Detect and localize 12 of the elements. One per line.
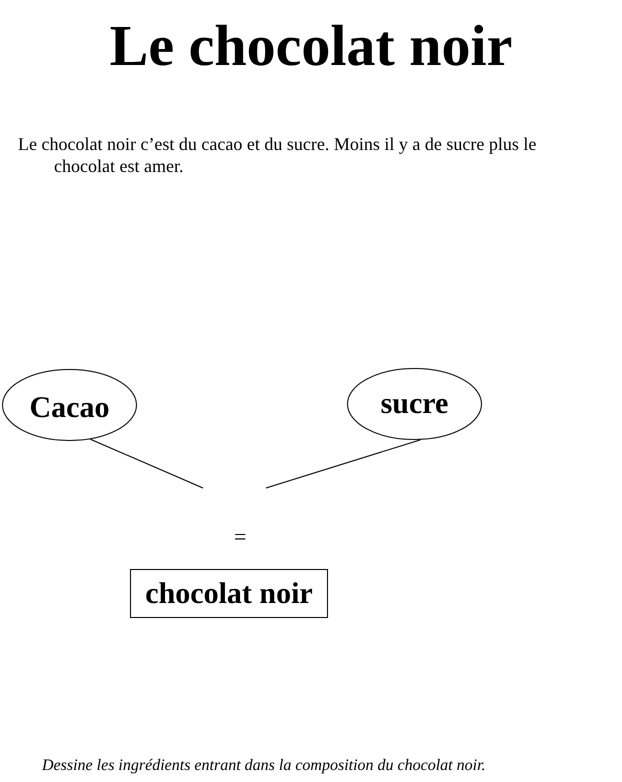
node-label: chocolat noir bbox=[145, 576, 313, 610]
page-title: Le chocolat noir bbox=[108, 12, 514, 80]
ingredient-ellipse bbox=[347, 368, 482, 440]
node-label: sucre bbox=[380, 387, 448, 421]
equals-sign: = bbox=[234, 524, 246, 550]
connector-line bbox=[266, 439, 421, 488]
ingredient-ellipse bbox=[2, 369, 137, 441]
intro-paragraph: Le chocolat noir c’est du cacao et du sucre. Moins il y a de sucre plus le chocolat est amer. bbox=[18, 133, 538, 177]
connector-line bbox=[90, 438, 204, 488]
instruction-caption: Dessine les ingrédients entrant dans la composition du chocolat noir. bbox=[42, 756, 486, 776]
result-box bbox=[130, 569, 328, 618]
node-label: Cacao bbox=[30, 391, 110, 425]
